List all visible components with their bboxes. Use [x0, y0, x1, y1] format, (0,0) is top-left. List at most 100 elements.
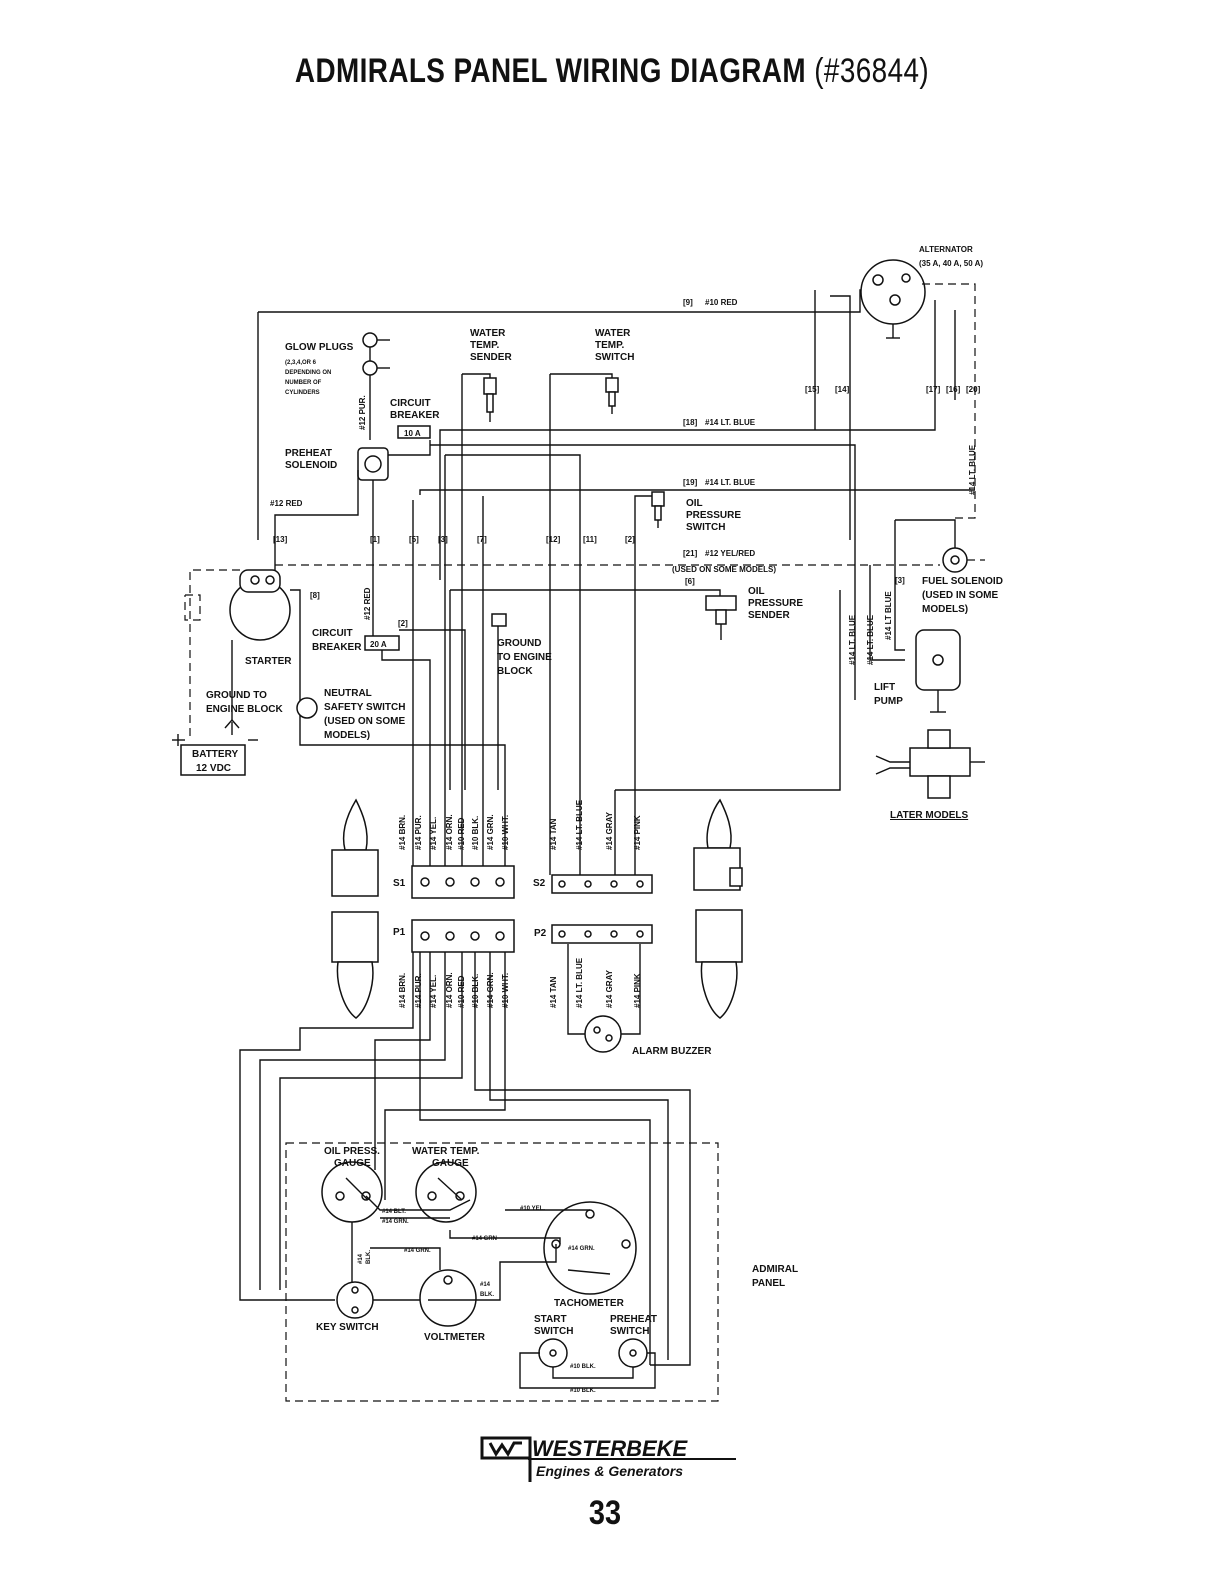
tachometer-label: TACHOMETER [554, 1298, 625, 1309]
wire-label-12-red: #12 RED [270, 499, 303, 508]
oil-press-gauge [321, 1161, 383, 1223]
oil-pressure-switch-label-1: OIL [686, 498, 703, 509]
connector-wire-label: #14 ORN. [445, 814, 454, 850]
panel-wire-label-j: #14 GRN. [568, 1246, 595, 1252]
panel-internal-wiring [351, 1195, 656, 1389]
later-models-pump [875, 729, 985, 799]
used-some-models-label: (USED ON SOME MODELS) [672, 565, 776, 574]
lift-pump-label-2: PUMP [874, 696, 903, 707]
connector-p1-label: P1 [393, 927, 406, 938]
connector-wire-label: #14 ORN. [445, 972, 454, 1008]
wire-label-lt-blue-v3: #14 LT BLUE [884, 591, 893, 640]
neutral-safety-switch [296, 697, 318, 719]
start-switch-label-1: START [534, 1314, 567, 1325]
panel-wire-label-l: #10 BLK. [570, 1388, 596, 1394]
cb-10a-label: 10 A [404, 429, 421, 438]
connector-p2-wire-labels: #14 TAN#14 LT. BLUE#14 GRAY#14 PINK [549, 957, 642, 1008]
connector-wire-label: #14 TAN [549, 976, 558, 1008]
circuit-breaker-10a [397, 425, 431, 439]
water-temp-switch-label-2: TEMP. [595, 340, 624, 351]
oil-press-gauge-label-2: GAUGE [334, 1158, 371, 1169]
connector-wire-label: #14 GRN. [486, 814, 495, 850]
oil-pressure-sender-label-3: SENDER [748, 610, 790, 621]
s2-wire-bundle [549, 790, 636, 875]
page-title: ADMIRALS PANEL WIRING DIAGRAM (#36844) [110, 52, 1114, 91]
oil-pressure-sender [450, 589, 737, 640]
wire-10-red [258, 289, 880, 313]
terminal-19: [19] [683, 478, 698, 487]
battery-label-1: BATTERY [192, 749, 238, 760]
glow-plugs-sub2: DEPENDING ON [285, 370, 331, 376]
terminal-3b: [3] [895, 576, 905, 585]
connector-p2-pins [558, 930, 644, 938]
panel-wire-label-k: #10 BLK. [570, 1364, 596, 1370]
lift-pump [915, 629, 961, 713]
water-temp-switch-label-3: SWITCH [595, 352, 634, 363]
water-temp-gauge-label-2: GAUGE [432, 1158, 469, 1169]
water-temp-sender-label-1: WATER [470, 328, 506, 339]
connector-wire-label: #14 PUR. [414, 815, 423, 850]
oil-pressure-switch-label-2: PRESSURE [686, 510, 741, 521]
terminal-8: [8] [310, 591, 320, 600]
panel-wire-label-b: #14 GRN. [382, 1219, 409, 1225]
neutral-label-1: NEUTRAL [324, 688, 372, 699]
title-number: (#36844) [814, 52, 930, 90]
circuit-breaker-mid-label-1: CIRCUIT [312, 628, 353, 639]
panel-wire-label-d: #10 YEL. [520, 1206, 545, 1212]
starter-label: STARTER [245, 656, 292, 667]
svg-text:[11]: [11] [583, 535, 597, 544]
terminal-15: [15] [805, 385, 820, 394]
water-temp-gauge [415, 1161, 477, 1223]
circuit-breaker-top-label-1: CIRCUIT [390, 398, 431, 409]
connector-wire-label: #14 PINK [633, 815, 642, 850]
water-temp-sender-label-2: TEMP. [470, 340, 499, 351]
wire-label-10-red: #10 RED [705, 298, 738, 307]
neutral-label-4: MODELS) [324, 730, 370, 741]
terminal-17: [17] [926, 385, 941, 394]
connector-wire-label: #14 GRAY [605, 811, 614, 850]
svg-text:[3]: [3] [438, 535, 448, 544]
circuit-breaker-top-label-2: BREAKER [390, 410, 440, 421]
wire-label-14-lt-blue-b: #14 LT. BLUE [705, 478, 756, 487]
plug-illustration-left-bottom [331, 911, 379, 1019]
fuel-solenoid-label-3: MODELS) [922, 604, 968, 615]
connector-wire-label: #14 YEL. [429, 817, 438, 850]
svg-text:[12]: [12] [546, 535, 561, 544]
page-number: 33 [588, 1494, 622, 1532]
panel-wire-label-h: #14 [480, 1282, 491, 1288]
oil-pressure-sender-label-1: OIL [748, 586, 765, 597]
glow-plugs-sub4: CYLINDERS [285, 390, 320, 396]
connector-s2-label: S2 [533, 878, 546, 889]
connector-wire-label: #14 PINK [633, 973, 642, 1008]
alternator-sub-label: (35 A, 40 A, 50 A) [919, 259, 983, 268]
water-temp-switch [550, 373, 619, 414]
terminal-box: [9] [683, 298, 693, 307]
p1-downstream-wiring [239, 952, 691, 1366]
key-switch-label: KEY SWITCH [316, 1322, 379, 1333]
connector-wire-label: #14 LT. BLUE [575, 957, 584, 1008]
wire-label-lt-blue-right: #14 LT. BLUE [968, 444, 977, 495]
connector-p1-wire-labels: #14 BRN.#14 PUR.#14 YEL.#14 ORN.#10 RED#… [398, 972, 510, 1008]
glow-plugs-label: GLOW PLUGS [285, 342, 354, 353]
preheat-solenoid [357, 447, 389, 481]
starter [229, 569, 291, 641]
neutral-label-2: SAFETY SWITCH [324, 702, 405, 713]
connector-s2-wire-labels: #14 TAN#14 LT. BLUE#14 GRAY#14 PINK [549, 799, 642, 850]
connector-p2-label: P2 [534, 928, 547, 939]
ground-to-engine-label-2: ENGINE BLOCK [206, 704, 283, 715]
glow-plugs-sub1: (2,3,4,OR 6 [285, 360, 317, 366]
alternator [860, 259, 926, 339]
connector-wire-label: #14 YEL. [429, 975, 438, 1008]
connector-wire-label: #14 BRN. [398, 815, 407, 850]
circuit-breaker-mid-label-2: BREAKER [312, 642, 362, 653]
preheat-switch-label-2: SWITCH [610, 1326, 649, 1337]
wire-label-12-yel-red: #12 YEL/RED [705, 549, 755, 558]
water-temp-sender-label-3: SENDER [470, 352, 512, 363]
westerbeke-tagline: Engines & Generators [536, 1463, 683, 1479]
water-temp-switch-label-1: WATER [595, 328, 631, 339]
terminal-18: [18] [683, 418, 698, 427]
water-temp-sender [462, 373, 497, 422]
lift-pump-label-1: LIFT [874, 682, 895, 693]
admiral-panel-label-2: PANEL [752, 1278, 785, 1289]
